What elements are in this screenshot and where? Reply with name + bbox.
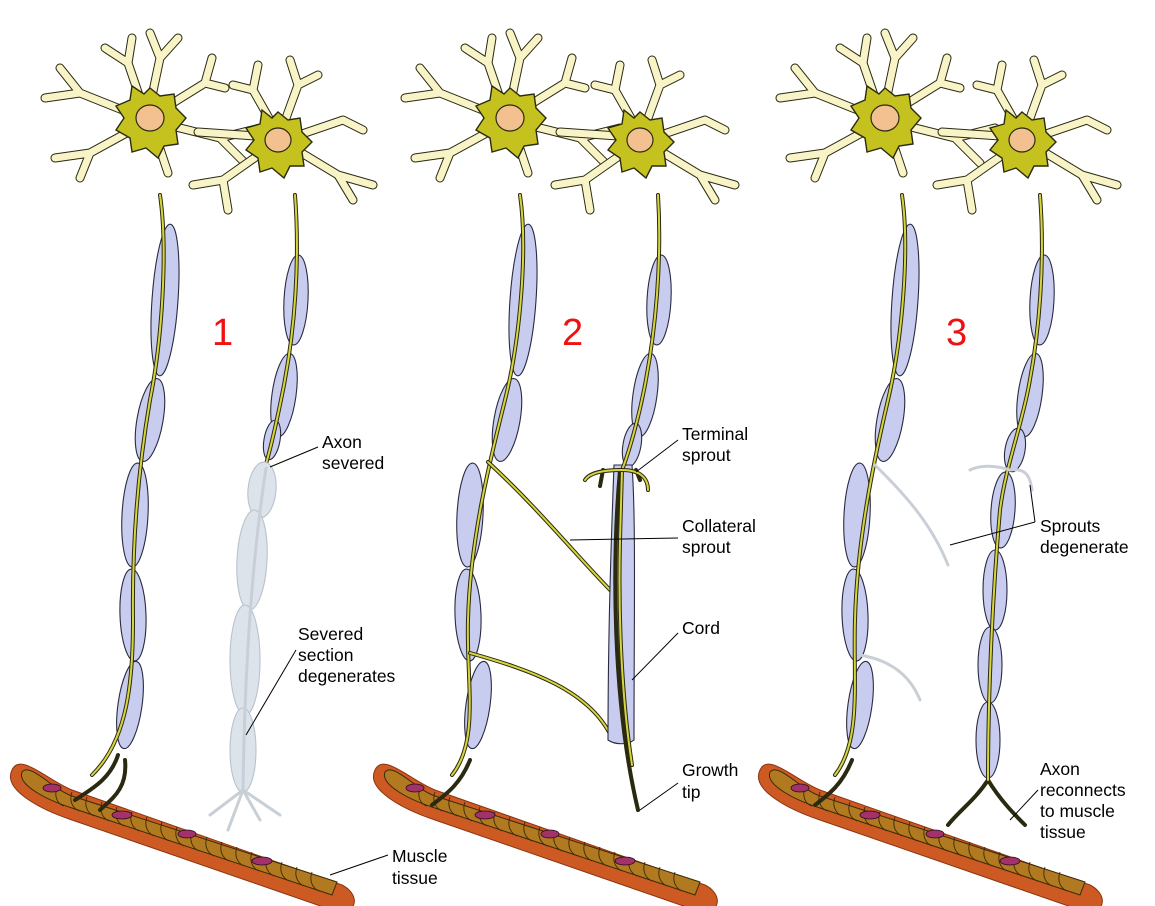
right-neuron-myelin	[261, 254, 311, 461]
label-axon-reconnects: Axon reconnects to muscle tissue	[1040, 759, 1130, 842]
left-neuron-myelin	[840, 223, 923, 750]
neuron-cell-body-right	[555, 60, 735, 210]
label-sprouts-degenerate: Sprouts degenerate	[1040, 516, 1129, 557]
label-terminal-sprout: Terminal sprout	[682, 424, 753, 465]
label-muscle-tissue: Muscle tissue	[392, 846, 452, 888]
stage-number-2: 2	[562, 312, 583, 354]
label-severed-section: Severed section degenerates	[298, 624, 396, 686]
neuron-cell-body-left	[780, 33, 995, 178]
neuron-cell-body-left	[405, 33, 620, 178]
neuron-cell-body-left	[45, 33, 260, 178]
label-growth-tip: Growth tip	[682, 760, 743, 802]
stage-number-3: 3	[946, 312, 967, 354]
right-neuron-myelin	[619, 254, 673, 468]
label-cord: Cord	[682, 618, 720, 638]
panel-3: 3 Sprouts degenerate Axon reconnects to …	[758, 33, 1130, 906]
neuron-cell-body-right	[937, 60, 1117, 210]
left-neuron-myelin	[112, 223, 183, 750]
stage-number-1: 1	[212, 312, 233, 354]
degenerated-segment	[210, 461, 280, 830]
label-axon-severed: Axon severed	[322, 432, 384, 473]
panel-2: 2 Terminal sprout Collateral sprout Cord…	[373, 33, 760, 906]
muscle-fiber	[10, 764, 354, 906]
label-collateral-sprout: Collateral sprout	[682, 516, 761, 557]
